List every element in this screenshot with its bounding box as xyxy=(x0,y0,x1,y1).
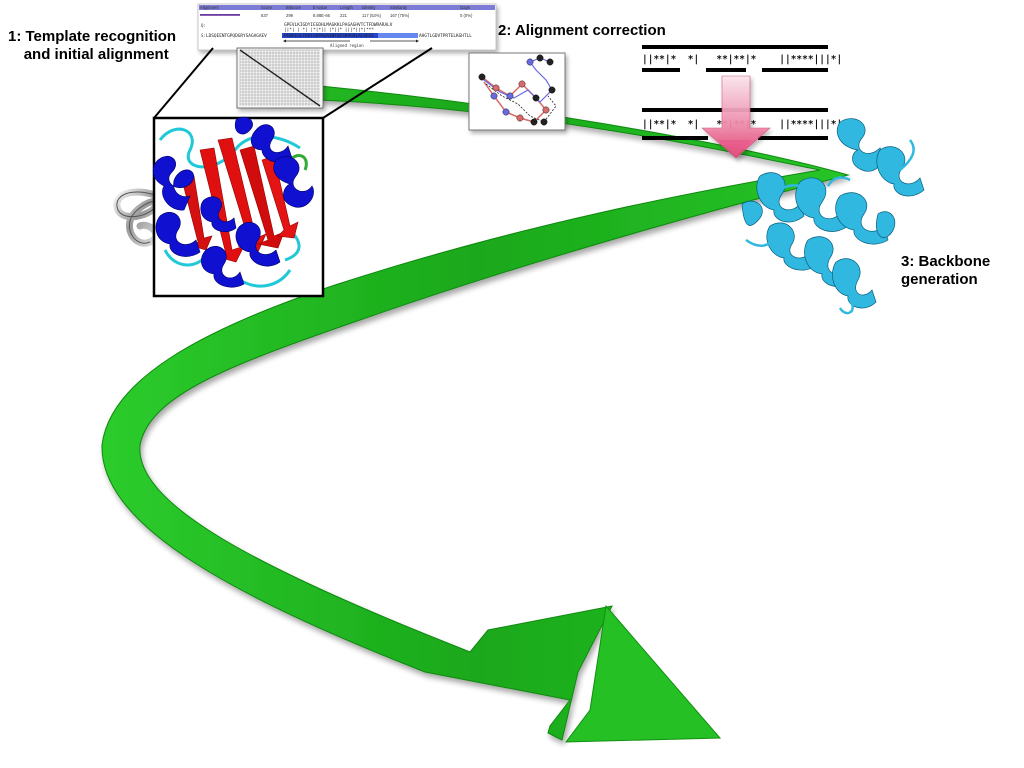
graph-node xyxy=(548,86,556,94)
blast-value-cell: 8.88E-66 xyxy=(313,13,331,18)
match-line-top: ||**|* *| **|**|* ||****|||*| xyxy=(642,54,842,65)
blast-header-cell: Alignment xyxy=(200,5,219,10)
blast-header-cell: E-value xyxy=(313,5,328,10)
svg-text:PEWVEGLTDATGRPAGASNTQESNPGRIAL: PEWVEGLTDATGRPAGASNTQESNPGRIALVEEE xyxy=(284,33,374,39)
graph-node xyxy=(490,92,498,100)
step-2-label: 2: Alignment correction xyxy=(498,22,666,39)
graph-node xyxy=(530,118,538,126)
blast-header-cell: Bitscore xyxy=(286,5,302,10)
step-3-label: 3: Backbone generation xyxy=(901,253,991,288)
query-label: Q: xyxy=(201,23,206,28)
graph-node xyxy=(532,94,540,102)
zoom-line-left xyxy=(153,47,214,119)
graph-node xyxy=(478,73,486,81)
blast-value-cell: 221 xyxy=(340,13,348,18)
process-arrow-tip xyxy=(564,604,722,743)
graph-node xyxy=(536,54,544,62)
template-ribbon-structure xyxy=(152,116,325,298)
pink-connector xyxy=(718,140,752,156)
dot-matrix-thumbnail xyxy=(236,47,324,109)
blast-alignment-thumbnail: Alignment Score Bitscore E-value Length Ident… xyxy=(197,3,497,51)
graph-node xyxy=(542,106,550,114)
blast-header-cell: Length xyxy=(340,5,353,10)
backbone-model-loops xyxy=(745,139,915,315)
match-symbols: ||*| | *| |*|*|| |*||* |||*||*|*** xyxy=(284,27,374,33)
graph-node xyxy=(502,108,510,116)
graph-node xyxy=(518,80,526,88)
graph-node xyxy=(516,114,524,122)
blast-value-cell: 299 xyxy=(286,13,294,18)
blast-header-cell: Identity xyxy=(362,5,376,10)
graph-node xyxy=(540,118,548,126)
blast-value-cell: 167 (75%) xyxy=(390,13,410,18)
svg-text:AHGTLGDVTPRTELKGHTLL: AHGTLGDVTPRTELKGHTLL xyxy=(419,33,472,39)
alignment-correction-graph xyxy=(468,52,566,131)
blast-header-cell: Similarity xyxy=(390,5,408,10)
blast-header-cell: Score xyxy=(261,5,273,10)
graph-node xyxy=(526,58,534,66)
graph-node xyxy=(492,84,500,92)
backbone-model-ribbon xyxy=(741,118,925,309)
query-sequence: GPEVLKIGDYIEGDHLMAGKKLPAGAGHVTCTFDWRARAL… xyxy=(284,22,393,28)
subject-sequence: LDSQEENTGPQDGRYSAGAGAEV xyxy=(206,33,267,39)
zoom-line-right xyxy=(322,47,433,119)
graph-node xyxy=(546,58,554,66)
blast-value-cell: 0 (0%) xyxy=(460,13,473,18)
down-arrow-icon xyxy=(701,75,771,159)
blast-value-cell: 637 xyxy=(261,13,269,18)
blast-value-cell: 117 (53%) xyxy=(362,13,382,18)
aligned-region-label: Aligned region xyxy=(330,43,364,48)
subject-label: S: xyxy=(201,33,206,38)
step-1-label: 1: Template recognition and initial alig… xyxy=(8,28,177,63)
helix-fragment xyxy=(113,188,162,247)
graph-node xyxy=(506,92,514,100)
blast-header-cell: Gaps xyxy=(460,5,470,10)
